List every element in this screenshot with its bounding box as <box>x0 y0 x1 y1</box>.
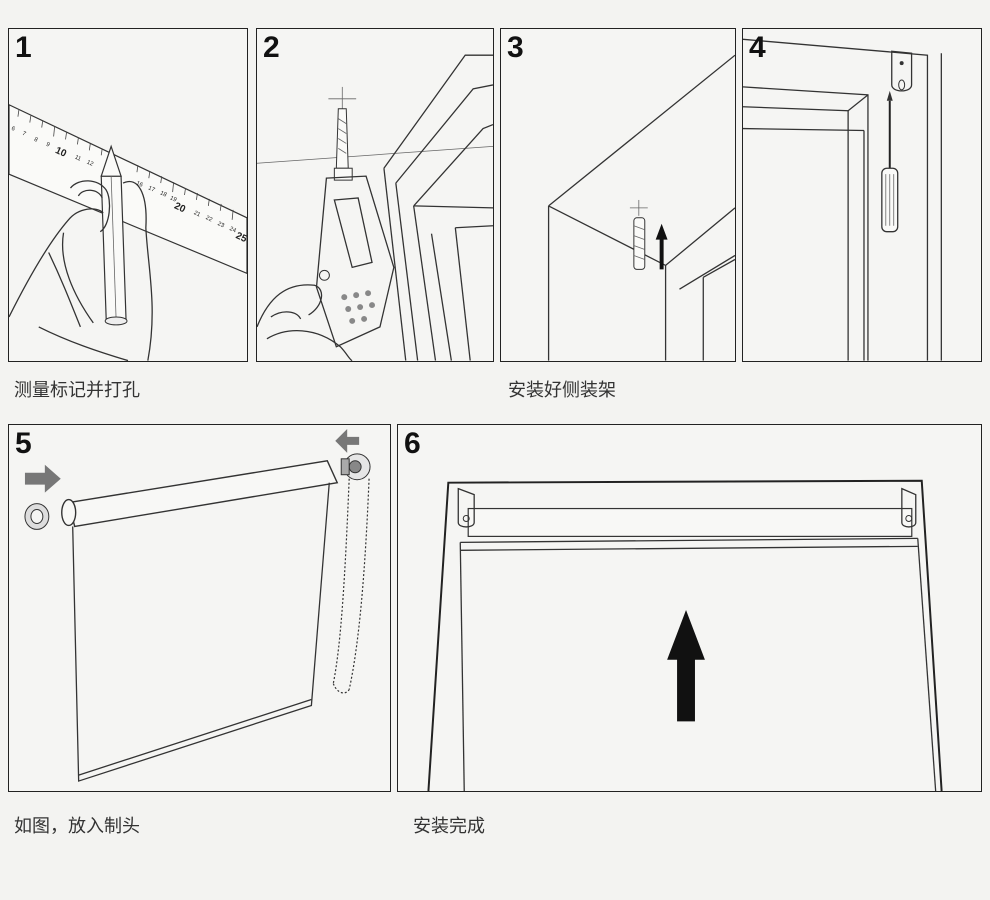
ruler-label-16: 16 <box>135 180 144 189</box>
ruler-label-10: 10 <box>53 145 68 160</box>
arrow-up-icon <box>655 223 668 270</box>
window-frame <box>547 54 735 361</box>
step-number: 3 <box>507 31 524 64</box>
step-number: 1 <box>15 31 32 64</box>
anchor-illustration <box>547 54 735 361</box>
ruler-label-19: 19 <box>169 195 178 204</box>
screwdriver-icon <box>881 90 899 233</box>
window-frame <box>383 54 493 361</box>
arrow-up-icon <box>667 609 705 722</box>
ruler-label-17: 17 <box>147 185 156 193</box>
window-frame <box>427 479 943 791</box>
roller-illustration <box>24 428 371 782</box>
step-number: 2 <box>263 31 280 64</box>
ruler-label-21: 21 <box>193 210 202 219</box>
ruler-label-11: 11 <box>74 155 83 163</box>
step-5-panel: 5 <box>8 424 391 792</box>
roller-blind <box>459 507 937 791</box>
ruler-label-12: 12 <box>86 160 95 168</box>
hand-icon <box>9 180 153 361</box>
caption-side-brackets: 安装好侧装架 <box>508 380 616 401</box>
step-6-panel: 6 <box>397 424 982 792</box>
pencil-icon <box>100 144 128 326</box>
step-4-panel: 4 <box>742 28 982 362</box>
ruler-shape <box>9 104 247 274</box>
ruler-label-25: 25 <box>234 230 247 245</box>
bracket-left-icon <box>457 487 475 528</box>
installed-illustration <box>427 479 943 791</box>
arrow-left-icon <box>335 428 360 453</box>
step-3-panel: 3 <box>500 28 736 362</box>
ruler-label-6: 6 <box>10 126 16 133</box>
ruler-label-18: 18 <box>159 190 168 199</box>
bracket-illustration <box>743 38 942 361</box>
measure-illustration: 6 7 8 9 10 11 12 16 17 18 19 20 21 22 23… <box>9 104 247 361</box>
wall-anchor-icon <box>629 199 648 270</box>
hand-icon <box>257 284 353 361</box>
ruler-label-9: 9 <box>45 142 51 149</box>
drill-illustration <box>257 54 493 361</box>
step-number: 5 <box>15 427 32 460</box>
ruler-label-23: 23 <box>216 221 225 230</box>
window-frame <box>743 38 942 361</box>
bracket-icon <box>891 50 913 92</box>
bead-chain-icon <box>332 478 370 694</box>
control-head-icon <box>340 453 371 481</box>
caption-complete: 安装完成 <box>413 816 485 837</box>
caption-measure: 测量标记并打孔 <box>14 380 140 401</box>
end-cap-left-icon <box>24 503 50 530</box>
roller-blind <box>61 460 339 782</box>
arrow-right-icon <box>24 464 61 493</box>
step-number: 4 <box>749 31 766 64</box>
bracket-right-icon <box>901 487 917 528</box>
ruler-ticks <box>17 109 234 220</box>
ruler-label-8: 8 <box>33 137 39 144</box>
step-1-panel: 6 7 8 9 10 11 12 16 17 18 19 20 21 22 23… <box>8 28 248 362</box>
ruler-label-7: 7 <box>21 131 27 138</box>
step-2-panel: 2 <box>256 28 494 362</box>
ruler-label-24: 24 <box>228 226 237 235</box>
drill-icon <box>315 86 395 348</box>
ruler-label-20: 20 <box>172 201 187 216</box>
ruler-label-22: 22 <box>205 215 214 223</box>
step-number: 6 <box>404 427 421 460</box>
caption-insert-head: 如图，放入制头 <box>14 816 140 837</box>
